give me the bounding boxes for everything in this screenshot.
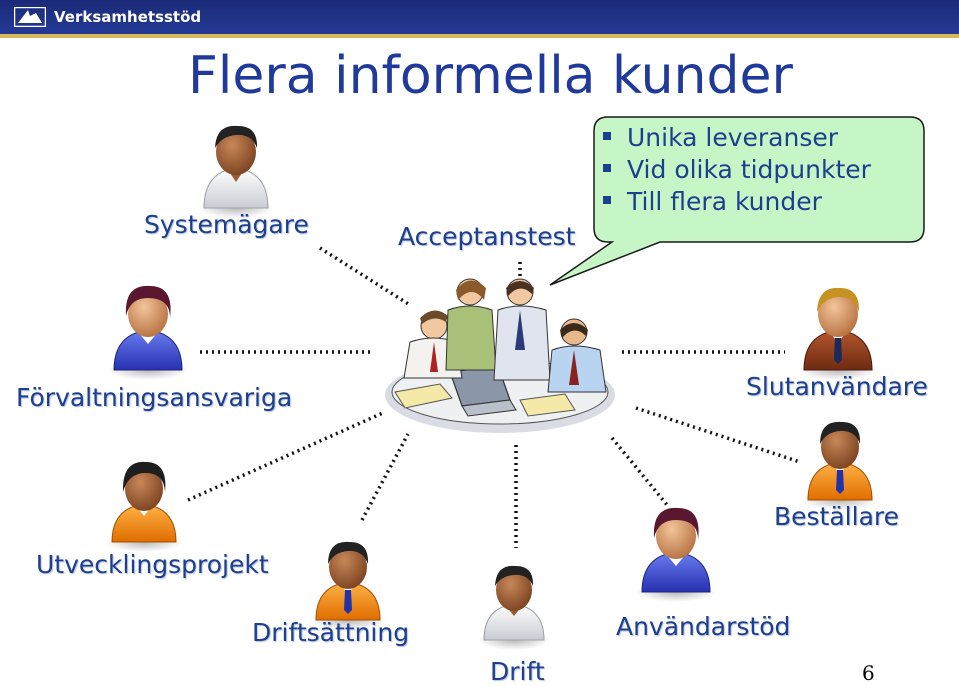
brand-logo-icon xyxy=(14,7,46,27)
brand-name: Verksamhetsstöd xyxy=(54,8,202,26)
person-icon-driftsattning xyxy=(310,541,386,630)
connector-utveckling xyxy=(187,410,386,502)
label-slutanvandare: Slutanvändare xyxy=(746,372,928,401)
label-drift: Drift xyxy=(490,657,545,686)
header-accent-line xyxy=(0,34,959,38)
connector-systemagare xyxy=(319,246,411,307)
person-icon-anvandarstod xyxy=(636,507,716,602)
person-icon-systemagare xyxy=(198,125,274,218)
bullet-square-icon xyxy=(603,196,611,204)
speech-bubble xyxy=(549,116,925,286)
callout-bullet: Vid olika tidpunkter xyxy=(603,154,871,186)
label-bestallare: Beställare xyxy=(774,502,899,531)
connector-driftsattning xyxy=(360,433,410,521)
person-icon-bestallare xyxy=(802,421,878,510)
label-utvecklingsprojekt: Utvecklingsprojekt xyxy=(36,550,269,579)
connector-anvandarstod xyxy=(610,436,670,508)
bullet-square-icon xyxy=(603,132,611,140)
person-icon-forvaltning xyxy=(108,285,188,380)
person-icon-drift xyxy=(478,565,550,650)
person-icon-utveckling xyxy=(106,461,182,552)
page-title: Flera informella kunder xyxy=(188,46,793,106)
label-driftsattning: Driftsättning xyxy=(252,618,410,647)
person-icon-slutanvandare xyxy=(798,287,878,380)
brand: Verksamhetsstöd xyxy=(14,6,201,28)
label-systemagare: Systemägare xyxy=(144,210,309,239)
team-meeting-illustration xyxy=(385,278,615,433)
callout-bullet: Till flera kunder xyxy=(603,186,871,218)
bullet-square-icon xyxy=(603,164,611,172)
page-number: 6 xyxy=(862,661,875,685)
header-bar xyxy=(0,0,959,34)
callout-bullet: Unika leveranser xyxy=(603,122,871,154)
callout-bullet-list: Unika leveranser Vid olika tidpunkter Ti… xyxy=(603,122,871,218)
connector-bestallare xyxy=(635,406,801,464)
label-anvandarstod: Användarstöd xyxy=(616,612,791,641)
label-acceptanstest: Acceptanstest xyxy=(398,222,576,251)
label-forvaltningsansvariga: Förvaltningsansvariga xyxy=(16,383,293,412)
